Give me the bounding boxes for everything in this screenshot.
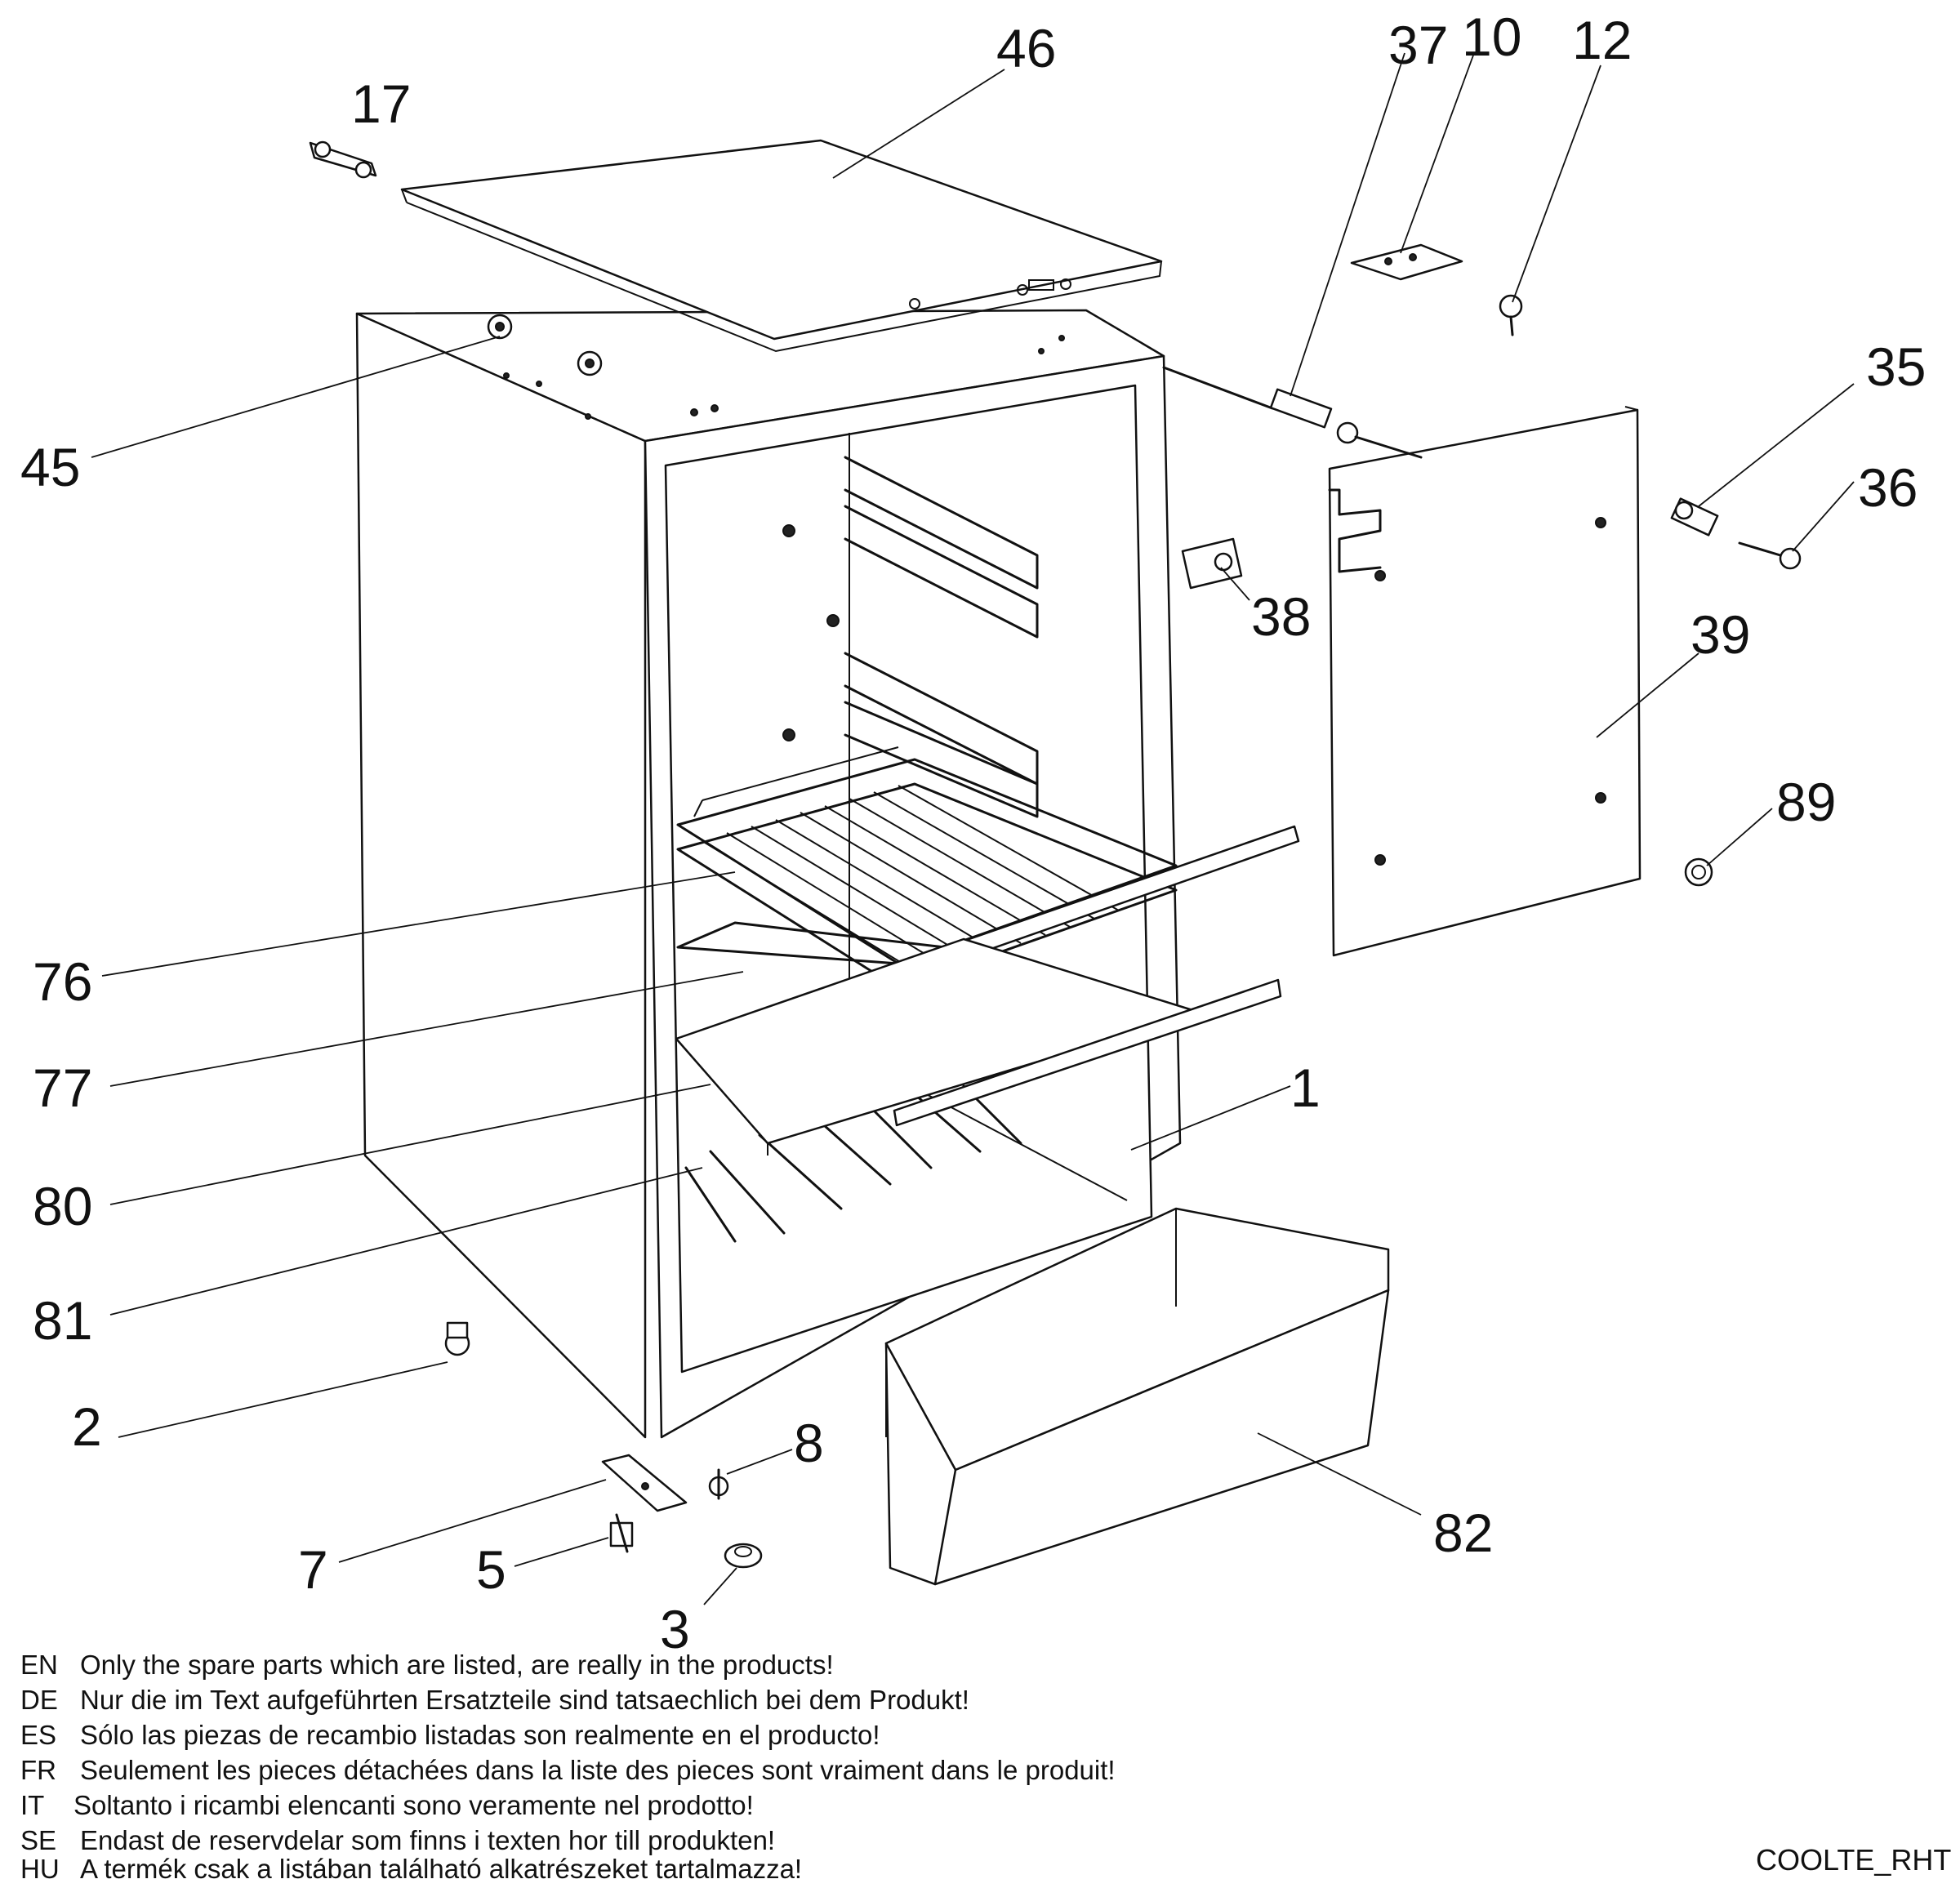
note-text: Soltanto i ricambi elencanti sono verame… bbox=[74, 1790, 754, 1820]
callout-80: 80 bbox=[33, 1176, 92, 1236]
callout-45: 45 bbox=[20, 437, 80, 497]
callout-36: 36 bbox=[1858, 457, 1918, 518]
bolt-icon bbox=[577, 350, 603, 376]
drawing-code: COOLTE_RHT bbox=[1756, 1843, 1951, 1877]
top-lid bbox=[400, 139, 1163, 353]
disclaimer-notes: EN Only the spare parts which are listed… bbox=[20, 1650, 1116, 1884]
note-text: A termék csak a listában található alkat… bbox=[80, 1854, 802, 1884]
bolt-icon bbox=[1499, 294, 1523, 336]
callout-81: 81 bbox=[33, 1290, 92, 1351]
glass-shelf bbox=[675, 937, 1282, 1156]
note-lang: HU bbox=[20, 1854, 60, 1884]
screw-icon bbox=[309, 140, 377, 179]
door-panel bbox=[1162, 366, 1642, 957]
note-lang: IT bbox=[20, 1790, 44, 1820]
callout-3: 3 bbox=[660, 1599, 690, 1659]
callout-8: 8 bbox=[794, 1413, 824, 1473]
note-lang: FR bbox=[20, 1755, 56, 1785]
note-lang: DE bbox=[20, 1685, 58, 1715]
note-lang: ES bbox=[20, 1720, 56, 1750]
callout-77: 77 bbox=[33, 1058, 92, 1118]
note-text: Sólo las piezas de recambio listadas son… bbox=[80, 1720, 880, 1750]
cap-icon bbox=[1684, 857, 1713, 887]
foot-icon bbox=[444, 1321, 470, 1356]
bolt-icon bbox=[708, 1468, 729, 1500]
hinge-icon bbox=[1350, 243, 1463, 281]
door-bin bbox=[884, 1207, 1390, 1586]
note-text: Nur die im Text aufgeführten Ersatzteile… bbox=[80, 1685, 969, 1715]
leader-lines bbox=[91, 52, 1855, 1605]
callout-35: 35 bbox=[1866, 336, 1926, 397]
callout-46: 46 bbox=[996, 18, 1056, 78]
callout-7: 7 bbox=[298, 1539, 328, 1600]
callout-12: 12 bbox=[1572, 10, 1632, 70]
bolt-icon bbox=[1670, 497, 1719, 537]
bracket-icon bbox=[1181, 537, 1243, 590]
callout-82: 82 bbox=[1433, 1503, 1493, 1563]
callout-labels: 46 17 37 10 12 35 36 39 89 38 45 76 77 8… bbox=[20, 7, 1926, 1659]
bolt-icon bbox=[487, 314, 513, 340]
note-text: Seulement les pieces détachées dans la l… bbox=[80, 1755, 1116, 1785]
callout-38: 38 bbox=[1251, 586, 1311, 647]
callout-89: 89 bbox=[1776, 772, 1836, 832]
screw-icon bbox=[1738, 541, 1802, 570]
callout-17: 17 bbox=[351, 73, 411, 134]
bracket-icon bbox=[601, 1454, 688, 1512]
note-lang: EN bbox=[20, 1650, 58, 1680]
callout-37: 37 bbox=[1388, 15, 1448, 75]
callout-39: 39 bbox=[1690, 604, 1750, 665]
callout-1: 1 bbox=[1290, 1058, 1321, 1118]
nut-icon bbox=[724, 1543, 763, 1569]
note-text: Only the spare parts which are listed, a… bbox=[80, 1650, 834, 1680]
note-text: Endast de reservdelar som finns i texten… bbox=[80, 1825, 775, 1855]
clip-icon bbox=[609, 1513, 634, 1553]
callout-76: 76 bbox=[33, 951, 92, 1012]
note-lang: SE bbox=[20, 1825, 56, 1855]
callout-2: 2 bbox=[72, 1396, 102, 1457]
callout-5: 5 bbox=[476, 1539, 506, 1600]
callout-10: 10 bbox=[1462, 7, 1521, 67]
